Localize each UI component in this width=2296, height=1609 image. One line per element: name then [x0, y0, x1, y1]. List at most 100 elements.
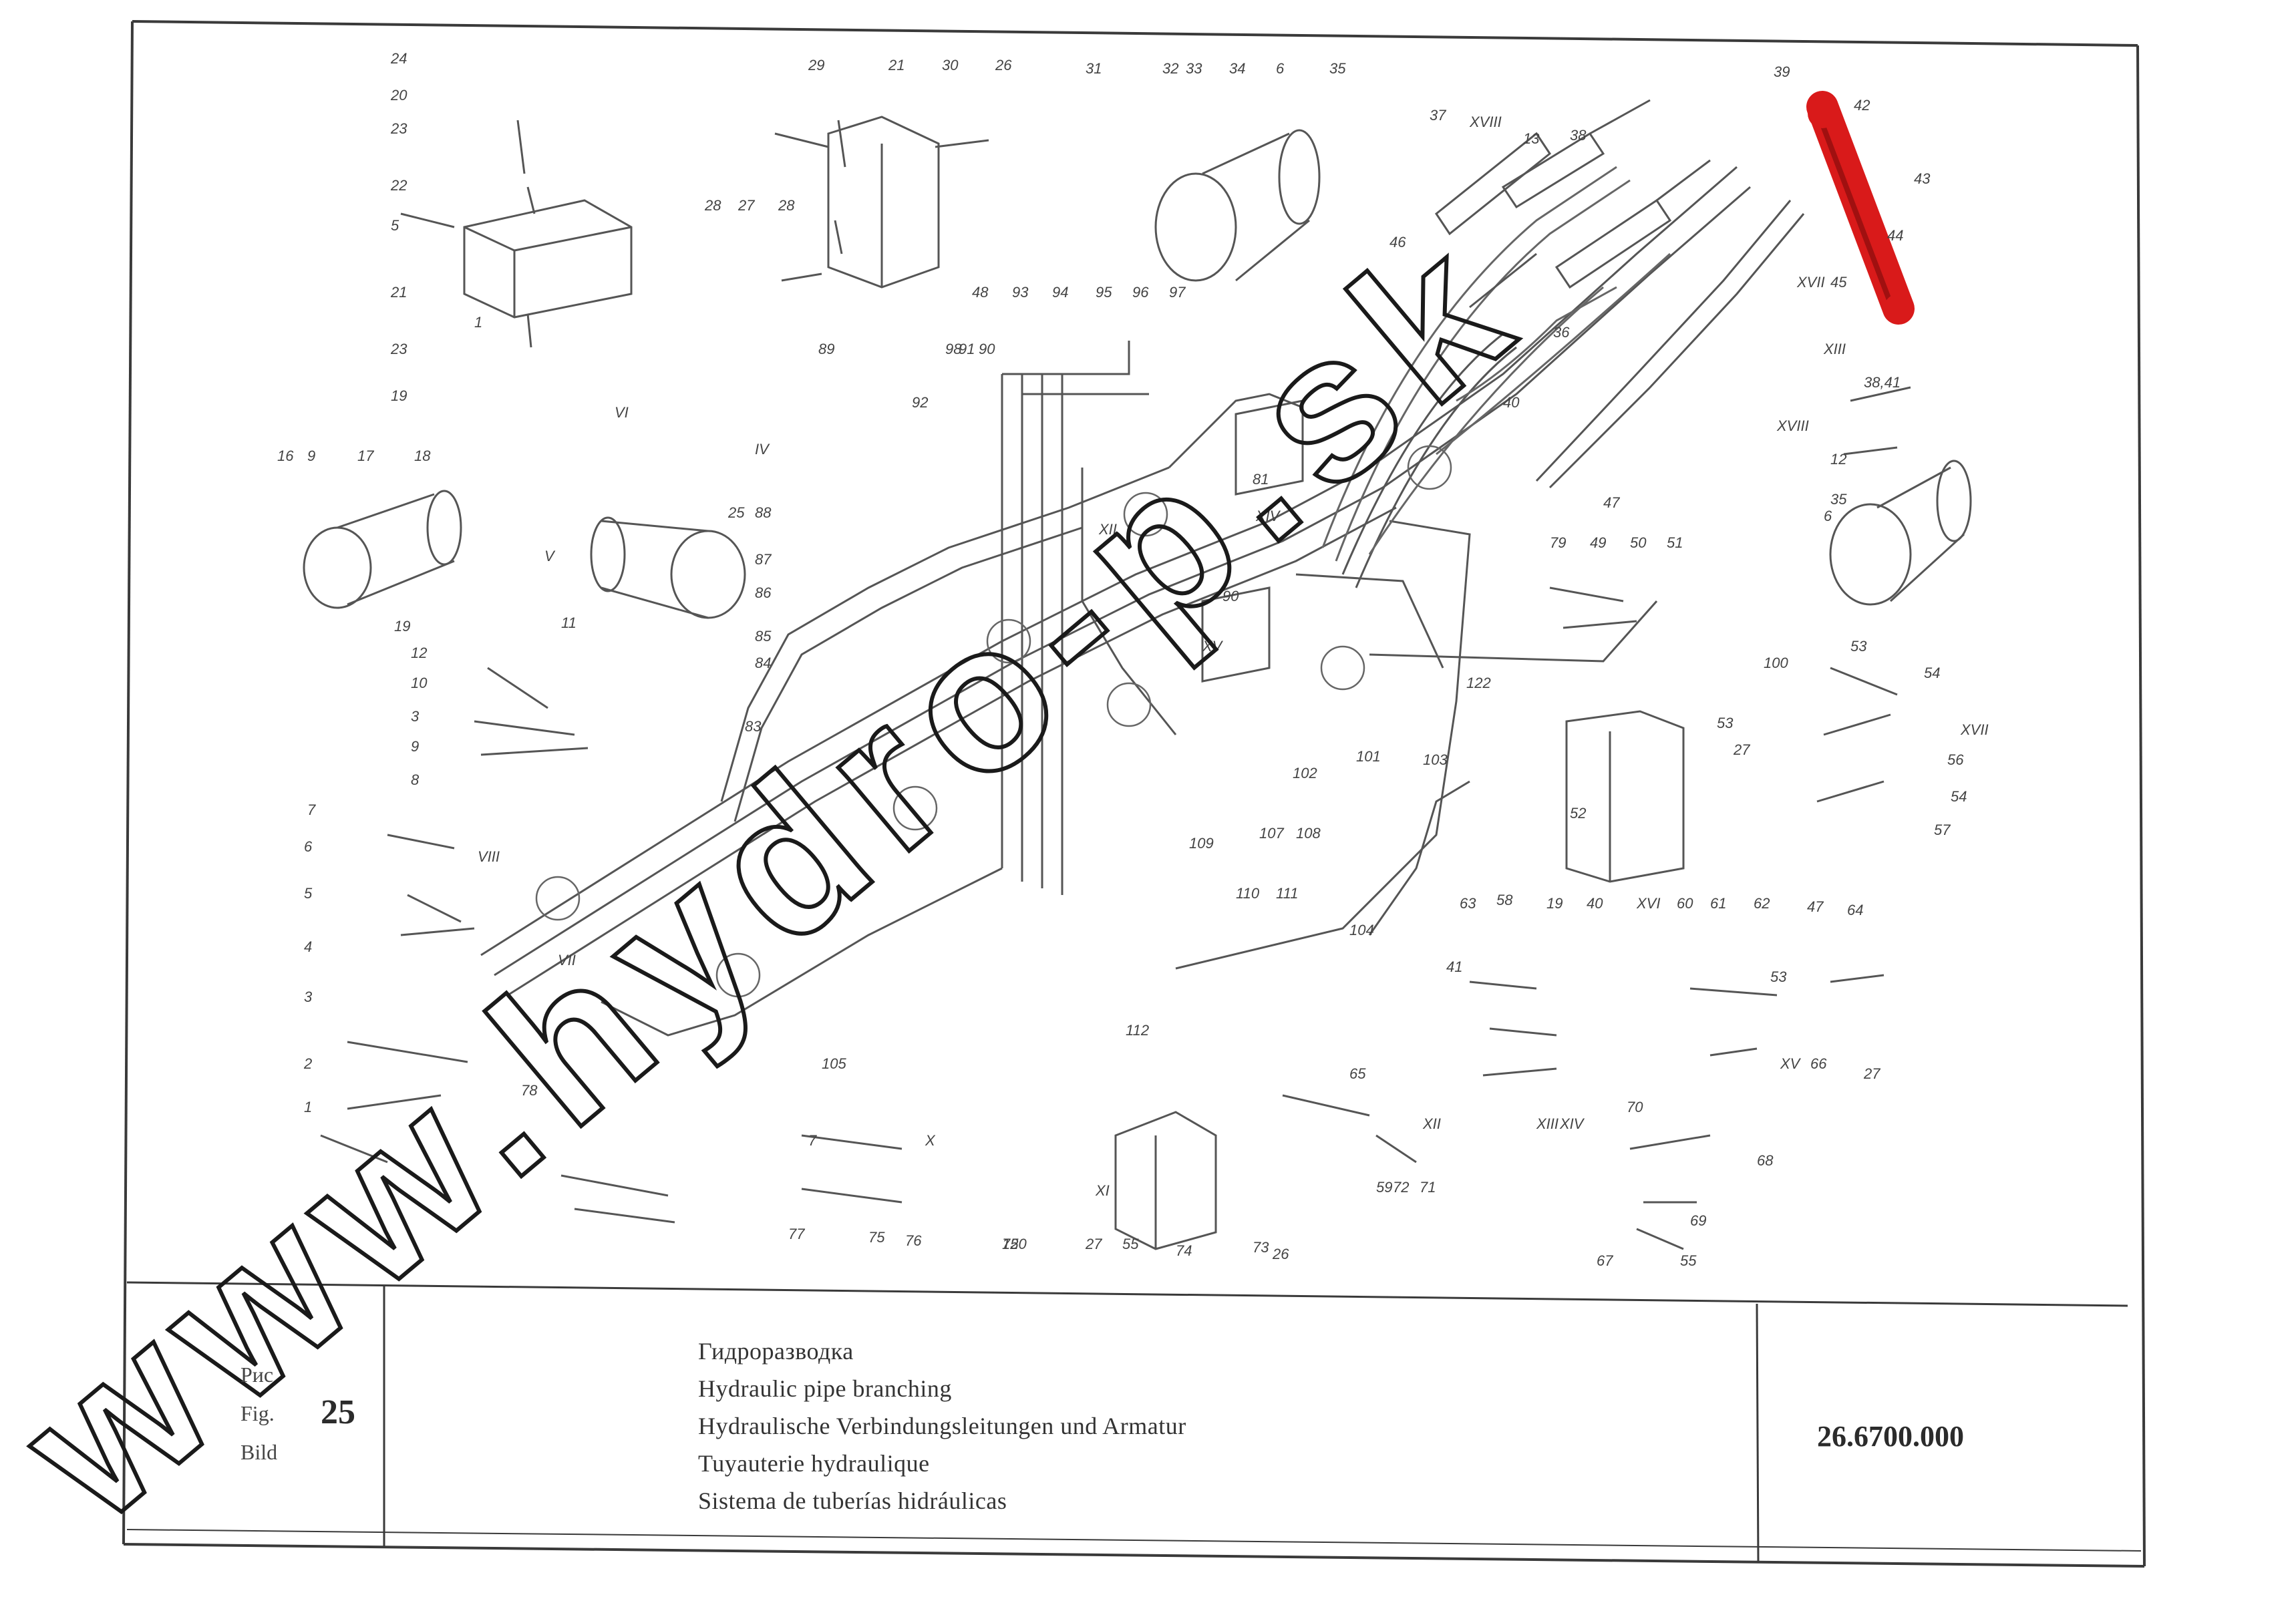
callout-label: 111 — [1276, 885, 1298, 902]
callout-label: XIV — [1559, 1115, 1585, 1132]
callout-label: 1 — [474, 314, 482, 331]
callout-label: 69 — [1690, 1212, 1706, 1229]
callout-label: XI — [1095, 1182, 1110, 1199]
callout-label: 84 — [755, 655, 771, 671]
callout-label: 42 — [1854, 97, 1870, 114]
callout-label: 59 — [1376, 1179, 1392, 1196]
callout-label: 43 — [1914, 170, 1931, 187]
callout-label: 16 — [277, 448, 294, 464]
callout-label: 13 — [1523, 130, 1540, 147]
callout-label: 50 — [1630, 534, 1647, 551]
callout-label: 90 — [1222, 588, 1239, 604]
callout-label: XII — [1422, 1115, 1441, 1132]
callout-label: 34 — [1229, 60, 1245, 77]
callout-label: 27 — [737, 197, 755, 214]
callout-label: 68 — [1757, 1152, 1774, 1169]
callout-label: VII — [558, 952, 576, 968]
callout-label: 25 — [727, 504, 745, 521]
callout-label: 93 — [1012, 284, 1029, 301]
callout-label: IV — [755, 441, 770, 458]
callout-label: 85 — [755, 628, 772, 645]
hose-assemblies — [1321, 166, 1671, 562]
callout-label: 78 — [521, 1082, 538, 1099]
callout-label: 53 — [1717, 715, 1734, 731]
callout-label: 20 — [390, 87, 407, 104]
callout-label: 12 — [1830, 451, 1846, 468]
drawing-frame — [122, 20, 2146, 1568]
callout-label: 75 — [868, 1229, 885, 1246]
callout-label: 100 — [1764, 655, 1788, 671]
callout-label: 63 — [1460, 895, 1476, 912]
callout-label: 51 — [1667, 534, 1683, 551]
title-de: Hydraulische Verbindungsleitungen und Ar… — [698, 1413, 1186, 1439]
callout-label: V — [544, 548, 556, 564]
callout-label: 60 — [1677, 895, 1693, 912]
callout-label: 62 — [1754, 895, 1770, 912]
callout-label: 103 — [1423, 751, 1448, 768]
callout-label: VIII — [478, 848, 500, 865]
figure-label-column: Рис Fig. Bild — [240, 1355, 307, 1471]
callout-label: 6 — [1824, 508, 1832, 524]
callout-label: 27 — [1863, 1065, 1880, 1082]
callout-label: 1 — [304, 1099, 312, 1115]
callout-label: 70 — [1627, 1099, 1643, 1115]
highlighted-hydraulic-cylinder[interactable] — [1806, 91, 1915, 325]
callout-label: 21 — [888, 57, 905, 73]
callout-label: 91 — [959, 341, 975, 357]
callout-label: 72 — [1393, 1179, 1409, 1196]
figure-label-de: Bild — [240, 1440, 278, 1464]
callout-label: 96 — [1132, 284, 1149, 301]
callout-label: XVIII — [1776, 417, 1809, 434]
callout-label: 54 — [1951, 788, 1967, 805]
callout-label: 120 — [1002, 1236, 1027, 1252]
callout-label: 6 — [1276, 60, 1285, 77]
callout-label: 61 — [1710, 895, 1726, 912]
callout-label: 87 — [755, 551, 772, 568]
callout-label: 77 — [788, 1226, 805, 1242]
callout-label: 88 — [755, 504, 772, 521]
callout-label: 65 — [1349, 1065, 1366, 1082]
callout-label: 94 — [1052, 284, 1068, 301]
callout-label: 41 — [1446, 958, 1462, 975]
callout-label: 98 — [945, 341, 962, 357]
callout-label: 9 — [307, 448, 315, 464]
callout-label: 19 — [391, 387, 407, 404]
callout-label: 81 — [1253, 471, 1269, 488]
figure-label-en: Fig. — [240, 1401, 275, 1425]
callout-label: XV — [1202, 638, 1224, 655]
figure-number: 25 — [321, 1393, 355, 1431]
callout-label: 7 — [307, 801, 316, 818]
callout-label: 49 — [1590, 534, 1606, 551]
callout-label: 9 — [411, 738, 419, 755]
callout-label: 73 — [1253, 1239, 1269, 1256]
callout-label: 47 — [1603, 494, 1620, 511]
callout-label: 36 — [1553, 324, 1570, 341]
callout-label: 55 — [1122, 1236, 1139, 1252]
callout-label: 95 — [1096, 284, 1112, 301]
title-es: Sistema de tuberías hidráulicas — [698, 1487, 1007, 1514]
callout-label: 108 — [1296, 825, 1321, 842]
callout-label: 21 — [390, 284, 407, 301]
title-ru: Гидроразводка — [698, 1338, 854, 1365]
callout-label: 104 — [1349, 922, 1374, 938]
callout-label: XIII — [1536, 1115, 1559, 1132]
callout-label: 64 — [1847, 902, 1863, 918]
callout-label: 53 — [1770, 968, 1787, 985]
callout-label: 12 — [411, 645, 427, 661]
callout-label: 33 — [1186, 60, 1202, 77]
callout-label: 101 — [1356, 748, 1381, 765]
callout-label: 3 — [304, 989, 313, 1005]
callout-label: 27 — [1733, 741, 1750, 758]
callout-label: 52 — [1570, 805, 1586, 822]
callout-label: 45 — [1830, 274, 1847, 291]
callout-label: 38,41 — [1864, 374, 1901, 391]
figure-label-ru: Рис — [240, 1363, 274, 1387]
callout-label: XIV — [1255, 508, 1281, 524]
callout-label: 10 — [411, 675, 428, 691]
callout-label: 17 — [357, 448, 374, 464]
callout-label: XV — [1780, 1055, 1802, 1072]
callout-label: 8 — [411, 771, 420, 788]
callout-label: 38 — [1570, 127, 1587, 144]
callout-label: 66 — [1810, 1055, 1827, 1072]
title-fr: Tuyauterie hydraulique — [698, 1450, 930, 1477]
